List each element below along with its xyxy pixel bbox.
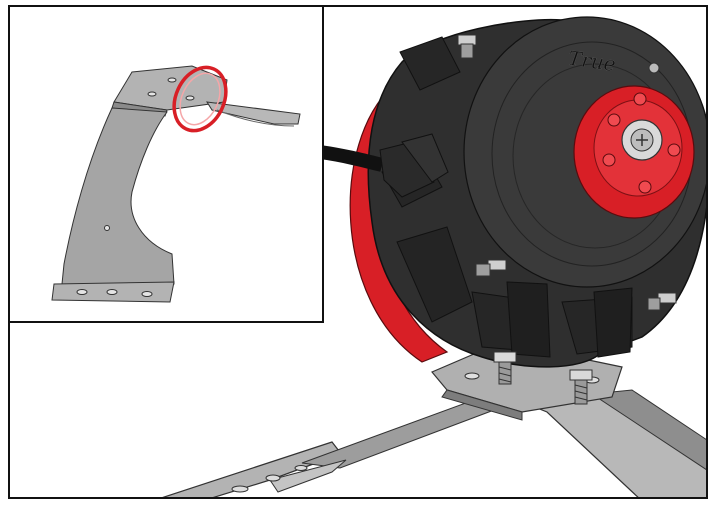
screw-top: [457, 34, 477, 59]
bracket-detail-drawing: [51, 65, 301, 303]
highlight-ring: [172, 65, 228, 133]
mounting-bolt-left: [493, 351, 517, 385]
main-view-drawing: True: [162, 16, 706, 497]
main-view-frame: True: [8, 5, 708, 499]
detail-inset-frame: [8, 5, 324, 323]
screw-mid: [475, 259, 507, 277]
screw-right: [647, 292, 677, 311]
power-cable: [319, 133, 449, 198]
mounting-bracket-arm: [162, 396, 504, 497]
rotor-hub: [573, 85, 695, 219]
mounting-bolt-right: [569, 369, 593, 405]
stud-top-right: [648, 62, 660, 74]
